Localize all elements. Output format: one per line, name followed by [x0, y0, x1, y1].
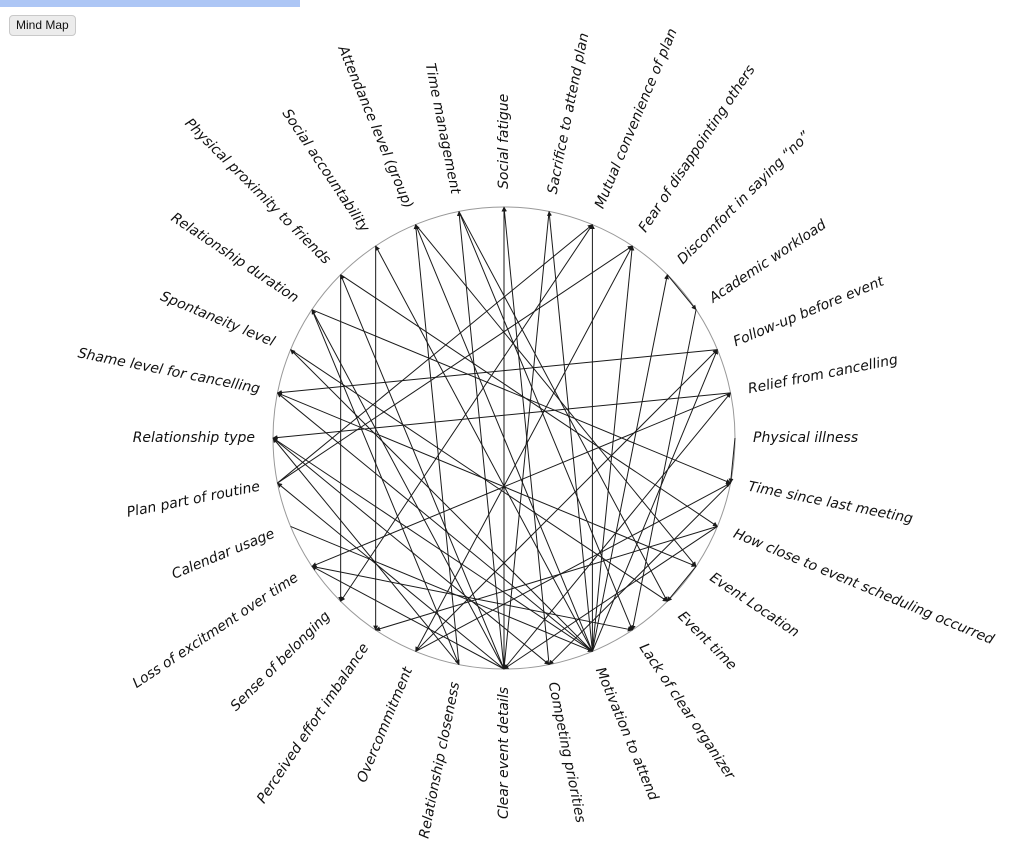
node-label[interactable]: Event Location [707, 570, 802, 641]
node-label[interactable]: Relief from cancelling [747, 352, 900, 397]
edge [375, 525, 718, 632]
node-label[interactable]: Overcommitment [354, 665, 416, 785]
node-label[interactable]: Shame level for cancelling [76, 345, 261, 397]
edge [591, 274, 669, 652]
edges-group [272, 206, 736, 670]
edge [666, 274, 697, 311]
edge [340, 224, 593, 602]
edge [547, 210, 593, 652]
edge [276, 349, 718, 395]
edge [458, 211, 633, 631]
edge [272, 437, 460, 665]
edge [290, 349, 593, 652]
node-label[interactable]: Time since last meeting [747, 479, 915, 527]
edge [311, 392, 731, 567]
edge [415, 349, 718, 652]
node-label[interactable]: Clear event details [496, 687, 512, 819]
edge [311, 565, 505, 670]
edge [666, 566, 697, 602]
node-label[interactable]: Event time [674, 608, 739, 673]
edge [290, 349, 668, 602]
edge [415, 482, 732, 652]
edge [311, 565, 633, 632]
node-label[interactable]: Social fatigue [496, 94, 512, 189]
node-label[interactable]: Time management [422, 62, 464, 196]
edge [501, 211, 550, 670]
page-progress-bar [0, 0, 300, 7]
node-label[interactable]: Physical illness [753, 430, 858, 446]
edge [340, 274, 718, 527]
mind-map-button[interactable]: Mind Map [9, 15, 76, 36]
edge [277, 482, 505, 670]
node-label[interactable]: Academic workload [706, 217, 830, 307]
node-label[interactable]: Follow-up before event [731, 273, 887, 350]
edge [277, 392, 697, 567]
node-label[interactable]: Attendance level (group) [334, 42, 416, 211]
edge [311, 309, 460, 666]
edge [415, 245, 633, 652]
edge [591, 349, 719, 652]
node-label[interactable]: Sense of belonging [227, 608, 333, 714]
edge [456, 210, 505, 670]
edge [728, 437, 736, 484]
edge [591, 245, 635, 652]
edge [503, 392, 731, 670]
edge [272, 392, 731, 441]
node-label[interactable]: Relationship closeness [417, 681, 464, 840]
edge [458, 211, 668, 602]
node-label[interactable]: Competing priorities [545, 681, 589, 824]
edge [277, 245, 633, 484]
node-label[interactable]: Motivation to attend [592, 665, 661, 803]
edge [311, 309, 732, 484]
edge [630, 309, 697, 631]
edge [375, 245, 593, 652]
node-label[interactable]: Spontaneity level [158, 289, 277, 351]
edge [413, 224, 460, 665]
node-label[interactable]: Sacrifice to attend plan [545, 32, 593, 196]
edge [272, 437, 593, 652]
edge [415, 224, 697, 567]
edge [277, 392, 593, 652]
node-label[interactable]: Plan part of routine [125, 479, 261, 521]
edge [311, 309, 505, 670]
node-label[interactable]: Relationship type [133, 430, 255, 446]
edge [290, 525, 593, 653]
node-label[interactable]: How close to event scheduling occurred [731, 526, 996, 648]
edge [548, 482, 731, 665]
edge [272, 437, 550, 665]
edge [503, 525, 718, 670]
node-label[interactable]: Calendar usage [170, 526, 277, 583]
edge [277, 224, 593, 484]
